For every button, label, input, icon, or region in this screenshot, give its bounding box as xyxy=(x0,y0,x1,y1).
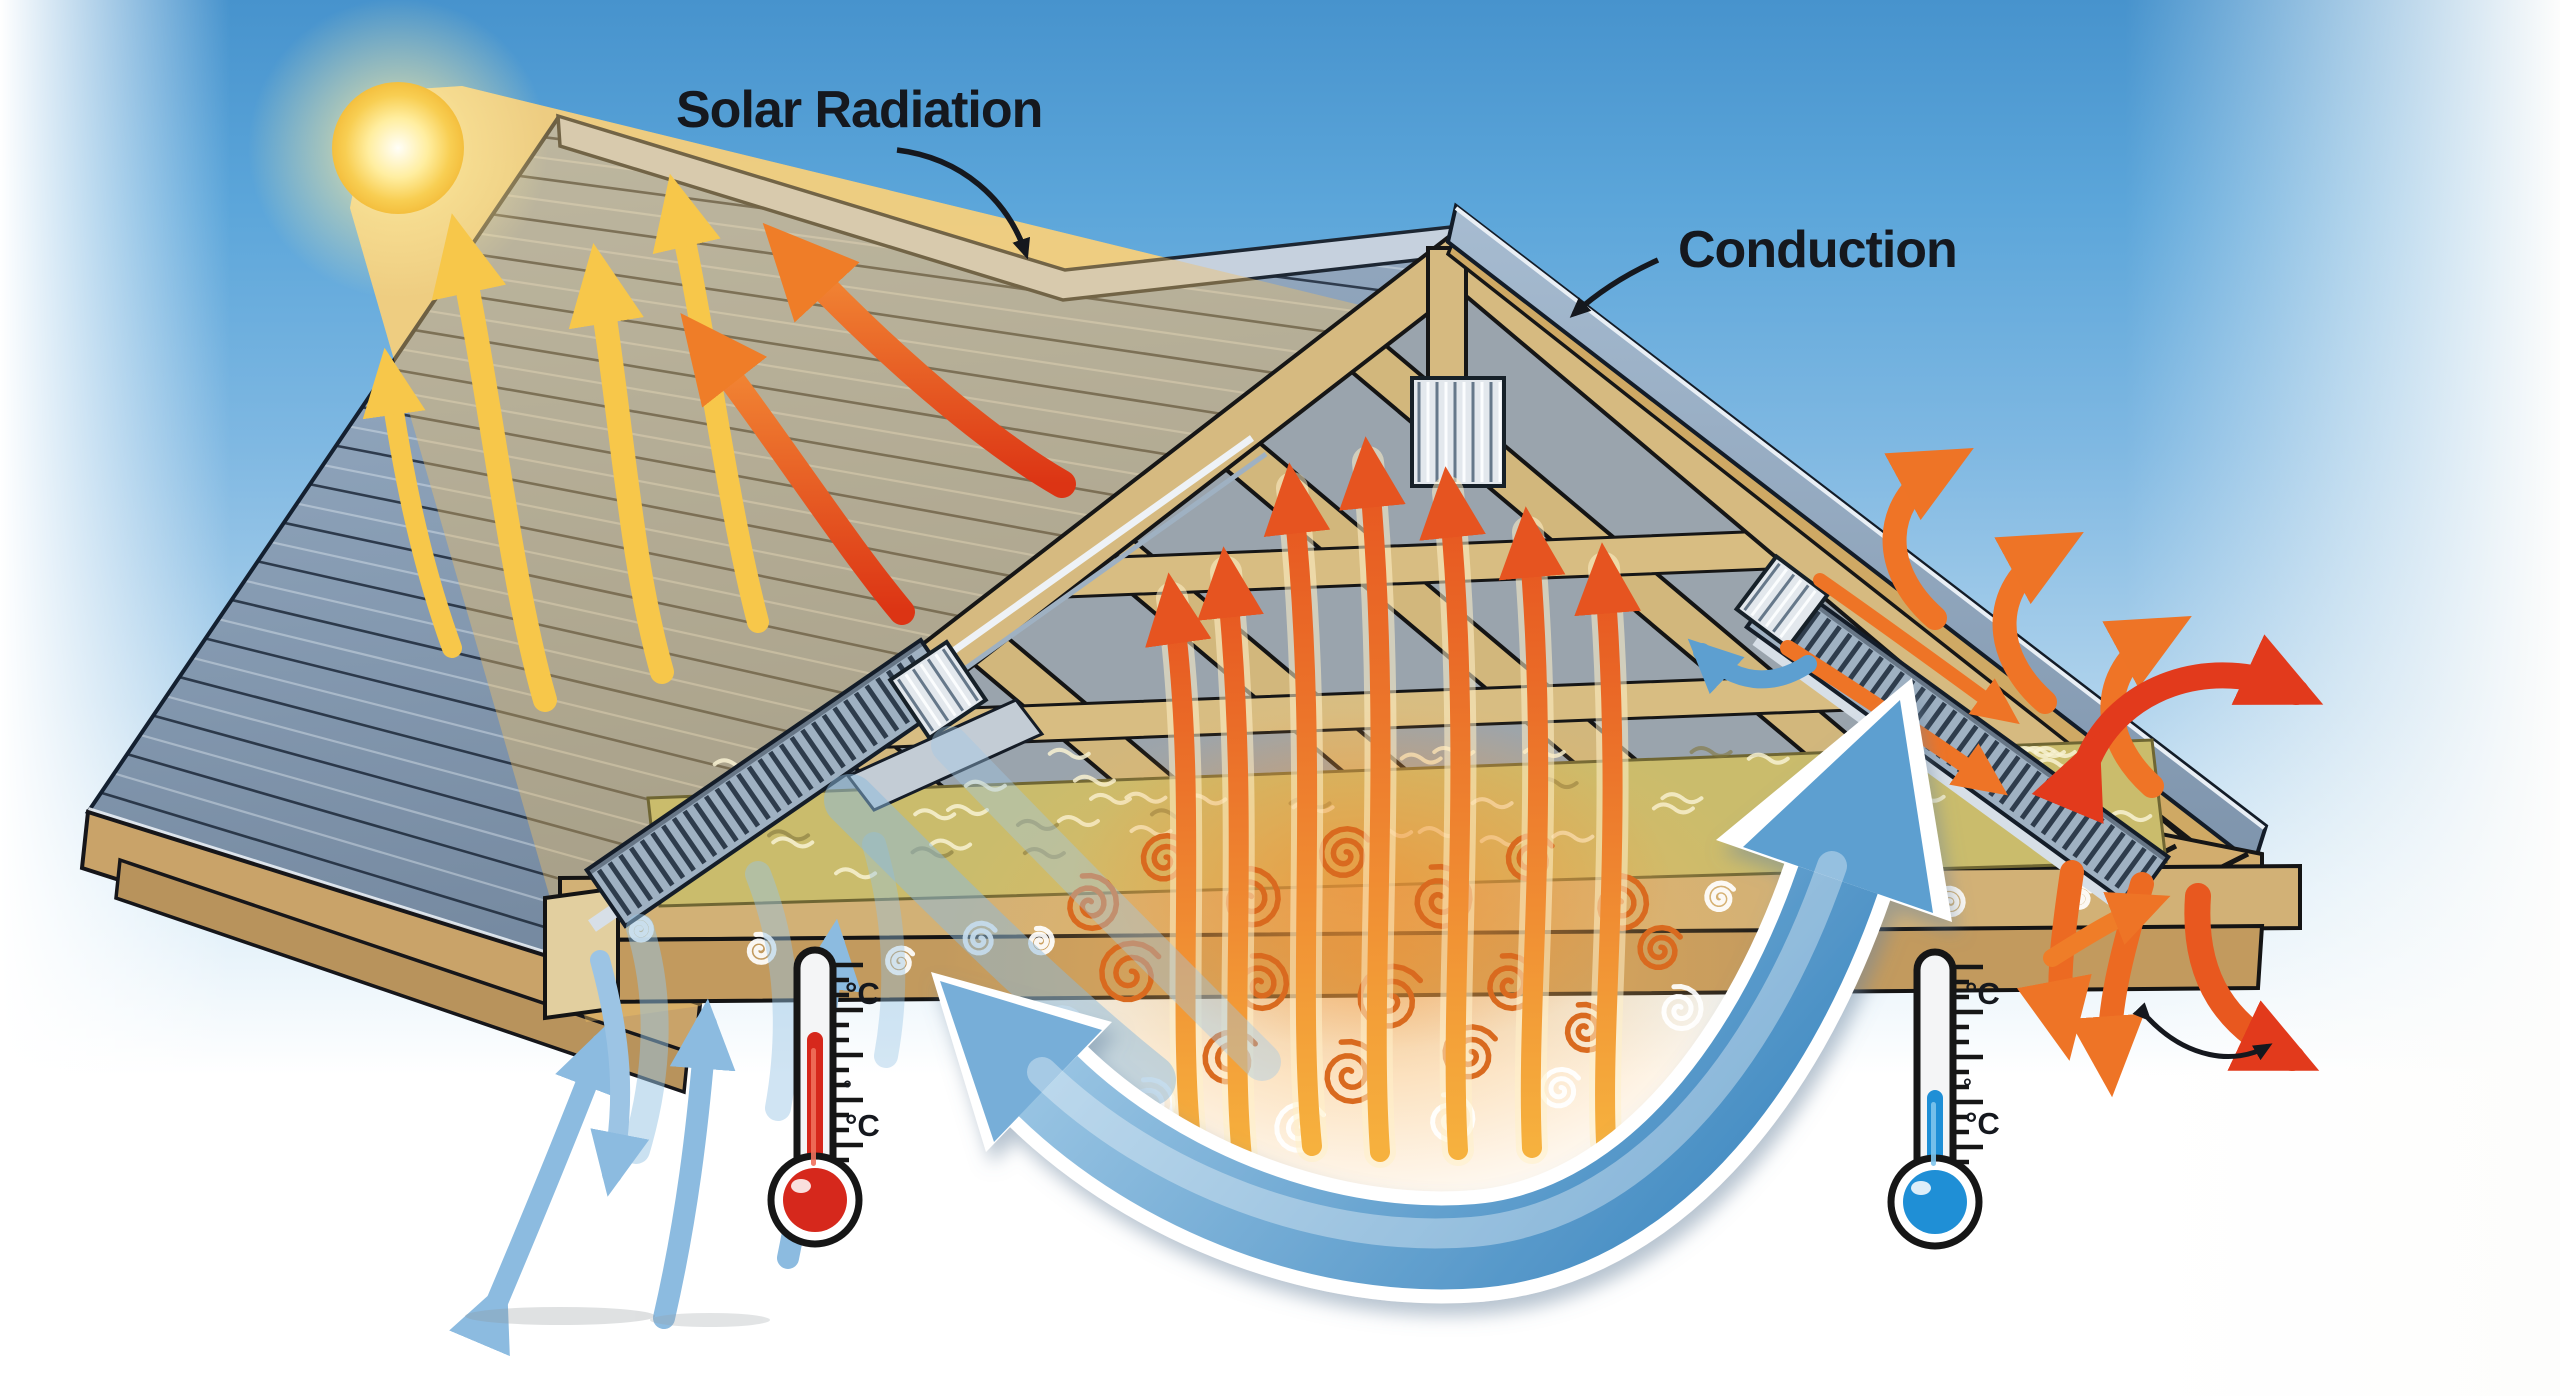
label-pointers xyxy=(896,147,1660,318)
cool-air-streams xyxy=(622,726,1281,1164)
ground-shadows xyxy=(465,1307,770,1327)
hot-unit-mid: °C xyxy=(845,1108,880,1143)
cold-unit-mid: °C xyxy=(1965,1106,2000,1141)
hot-degree-mark: ° xyxy=(843,1076,852,1101)
vent-exit-air-arrow xyxy=(1687,638,1817,695)
soffit-vent-strip xyxy=(583,637,963,929)
direction-annotation-arrow xyxy=(2132,1002,2273,1061)
air-circulation-arrow xyxy=(931,678,1952,1304)
vent-baffle-block xyxy=(887,639,989,741)
thermometer-cold-scale xyxy=(1953,964,1983,1165)
king-post xyxy=(1426,246,1468,400)
conduction-label: Conduction xyxy=(1678,221,1958,279)
solar-radiation-label: Solar Radiation xyxy=(676,81,1043,139)
thermometer-hot-bulb xyxy=(783,1168,847,1232)
circulation-arrowhead-right xyxy=(1743,700,1933,913)
conduction-pointer-arrow xyxy=(1569,257,1660,318)
circulation-arrowhead-left xyxy=(940,981,1102,1142)
attic-heat-arrows xyxy=(1145,436,1641,1174)
emitted-heat-arrows-right xyxy=(1882,447,2324,824)
vent-baffle-block xyxy=(1410,376,1506,488)
solar-radiation-pointer-arrow xyxy=(896,147,1031,260)
thermometer-hot: °C ° °C xyxy=(767,946,880,1248)
cold-degree-mark: ° xyxy=(1963,1074,1972,1099)
cold-unit-top: °C xyxy=(1965,976,2000,1011)
thermometer-cold-bulb xyxy=(1903,1170,1967,1234)
hot-unit-top: °C xyxy=(845,976,880,1011)
eave-heat-arrows-right xyxy=(2016,860,2320,1098)
thermometer-cold: °C ° °C xyxy=(1887,948,2000,1250)
sun-icon xyxy=(248,0,548,298)
thermometer-hot-scale xyxy=(833,962,863,1163)
vent-baffle-block xyxy=(1733,553,1831,651)
reflected-radiation-arrows xyxy=(362,173,1076,712)
